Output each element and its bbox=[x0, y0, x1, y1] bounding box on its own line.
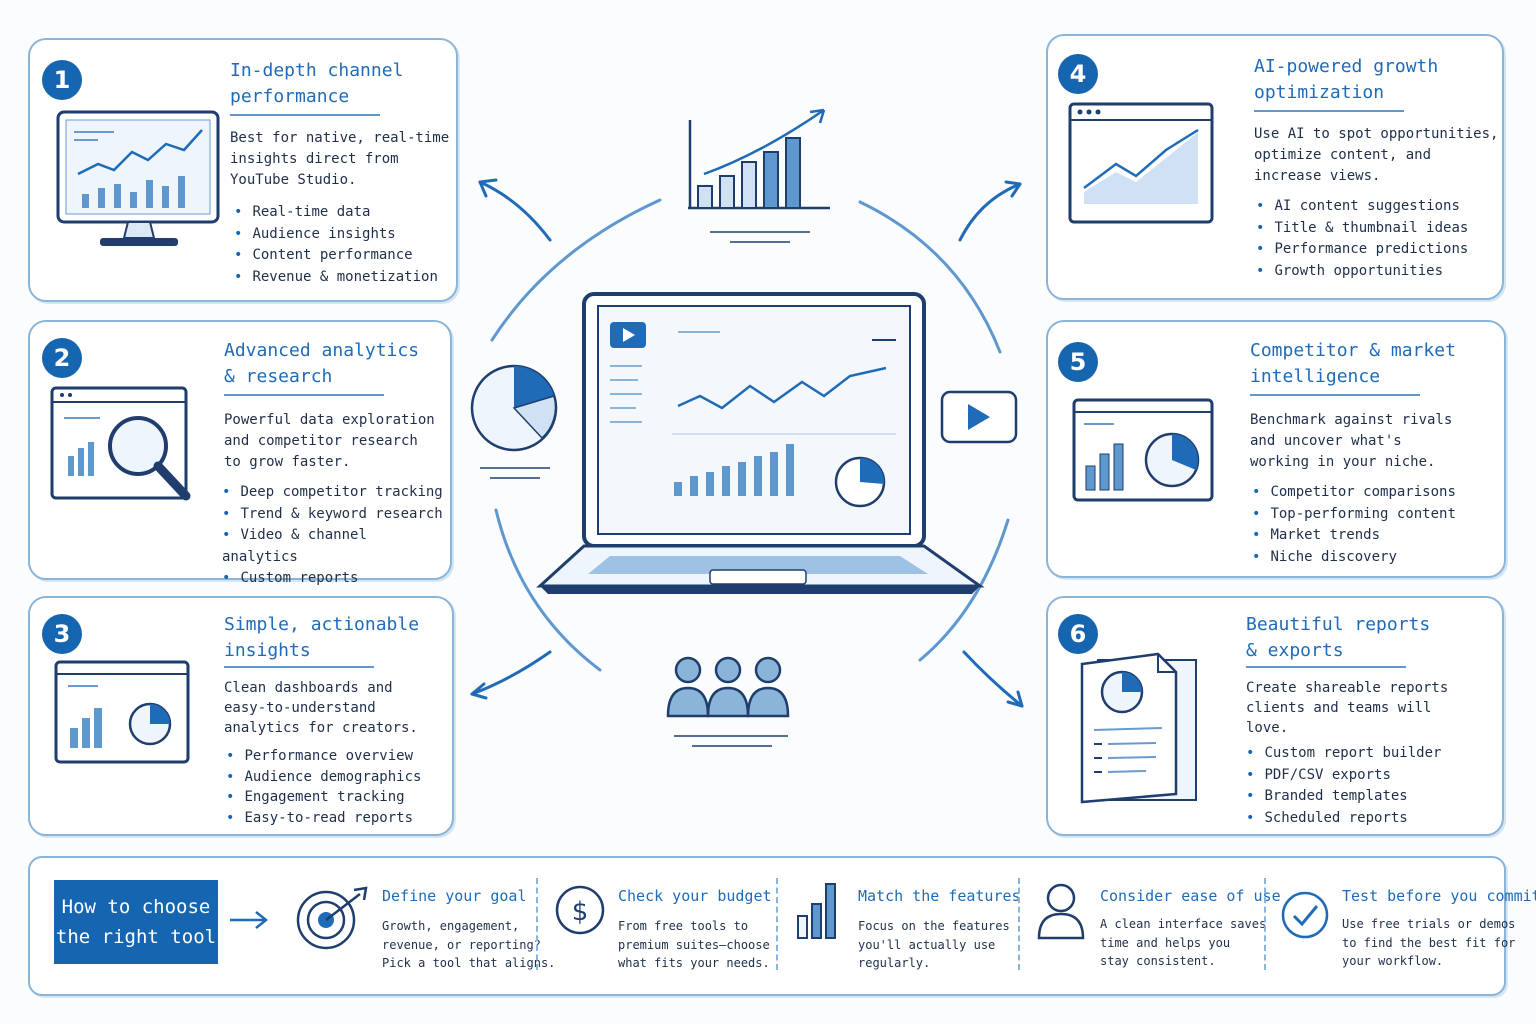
tip-title: Consider ease of use bbox=[1100, 887, 1281, 905]
tip-description: Use free trials or demos to find the bes… bbox=[1342, 917, 1516, 968]
card-description: Best for native, real-time insights dire… bbox=[230, 130, 450, 188]
tip-description: Growth, engagement, revenue, or reportin… bbox=[382, 919, 556, 970]
list-item: Growth opportunities bbox=[1256, 261, 1468, 283]
feature-list: Deep competitor tracking Trend & keyword… bbox=[222, 482, 450, 590]
card-description: Powerful data exploration and competitor… bbox=[224, 412, 435, 470]
list-item: Content performance bbox=[234, 245, 438, 267]
bar-pie-chart-icon bbox=[1070, 396, 1216, 512]
card-number-badge: 2 bbox=[42, 338, 82, 378]
divider bbox=[1018, 878, 1020, 970]
magnifier-chart-icon bbox=[48, 384, 198, 513]
list-item: Scheduled reports bbox=[1246, 808, 1441, 830]
central-illustration bbox=[470, 108, 1024, 747]
list-item: Custom reports bbox=[222, 568, 450, 590]
list-item: Real-time data bbox=[234, 202, 438, 224]
title-underline bbox=[224, 666, 374, 668]
list-item: Performance predictions bbox=[1256, 239, 1468, 261]
dollar-icon: $ bbox=[554, 884, 606, 940]
card-reports-exports: 6 Beautiful reports & exports Create sha… bbox=[1046, 596, 1504, 836]
list-item: Audience demographics bbox=[226, 767, 421, 788]
tip-description: A clean interface saves time and helps y… bbox=[1100, 917, 1267, 968]
card-actionable-insights: 3 Simple, actionable insights Clean dash… bbox=[28, 596, 454, 836]
card-title: In-depth channel performance bbox=[230, 60, 404, 107]
feature-list: Custom report builder PDF/CSV exports Br… bbox=[1246, 743, 1441, 829]
card-title: Competitor & market intelligence bbox=[1250, 340, 1456, 387]
user-icon bbox=[1036, 880, 1086, 946]
card-title: Advanced analytics & research bbox=[224, 340, 420, 387]
card-advanced-analytics: 2 Advanced analytics & research Powerful… bbox=[28, 320, 452, 586]
card-number-badge: 3 bbox=[42, 614, 82, 654]
card-number-badge: 6 bbox=[1058, 614, 1098, 654]
divider bbox=[1264, 878, 1266, 970]
list-item: Engagement tracking bbox=[226, 787, 421, 808]
list-item: Trend & keyword research bbox=[222, 504, 450, 526]
list-item: Audience insights bbox=[234, 224, 438, 246]
growth-chart-icon bbox=[688, 108, 830, 243]
card-number-badge: 4 bbox=[1058, 54, 1098, 94]
list-item: Competitor comparisons bbox=[1252, 482, 1455, 504]
list-item: Revenue & monetization bbox=[234, 267, 437, 289]
report-document-icon bbox=[1076, 650, 1204, 810]
title-underline bbox=[224, 394, 384, 396]
card-channel-performance: 1 In-depth channel performance Best for … bbox=[28, 38, 458, 302]
list-item: PDF/CSV exports bbox=[1246, 765, 1441, 787]
card-title: AI-powered growth optimization bbox=[1254, 56, 1439, 103]
list-item: Performance overview bbox=[226, 746, 421, 767]
how-to-choose-label: How to choose the right tool bbox=[54, 880, 218, 964]
card-ai-growth: 4 AI-powered growth optimization Use AI … bbox=[1046, 34, 1504, 300]
card-title: Simple, actionable insights bbox=[224, 614, 420, 661]
card-description: Benchmark against rivals and uncover wha… bbox=[1250, 412, 1453, 470]
card-title: Beautiful reports & exports bbox=[1246, 614, 1431, 661]
list-item: Branded templates bbox=[1246, 786, 1441, 808]
list-item: Easy-to-read reports bbox=[226, 808, 421, 829]
tip-title: Match the features bbox=[858, 887, 1021, 905]
title-underline bbox=[1246, 666, 1406, 668]
feature-list: Performance overview Audience demographi… bbox=[226, 746, 421, 828]
divider bbox=[776, 878, 778, 970]
feature-list: AI content suggestions Title & thumbnail… bbox=[1256, 196, 1468, 282]
tip-description: From free tools to premium suites—choose… bbox=[618, 919, 770, 970]
title-underline bbox=[1250, 394, 1420, 396]
card-number-badge: 5 bbox=[1058, 342, 1098, 382]
tip-title: Define your goal bbox=[382, 887, 527, 905]
team-icon bbox=[666, 656, 790, 718]
choose-tool-strip bbox=[28, 856, 1506, 996]
divider bbox=[536, 878, 538, 970]
list-item: AI content suggestions bbox=[1256, 196, 1468, 218]
list-item: Custom report builder bbox=[1246, 743, 1441, 765]
laptop-icon bbox=[536, 292, 985, 594]
monitor-chart-icon bbox=[54, 108, 224, 254]
card-number-badge: 1 bbox=[42, 60, 82, 100]
checkmark-icon bbox=[1280, 890, 1330, 944]
cycle-arcs bbox=[490, 198, 1010, 672]
svg-text:$: $ bbox=[572, 897, 589, 927]
tip-title: Check your budget bbox=[618, 887, 772, 905]
list-item: Niche discovery bbox=[1252, 547, 1456, 569]
play-icon bbox=[940, 390, 1018, 444]
list-item: Market trends bbox=[1252, 525, 1456, 547]
bar-chart-icon bbox=[794, 880, 846, 946]
feature-list: Real-time data Audience insights Content… bbox=[234, 202, 438, 289]
arrow-right-icon bbox=[228, 908, 270, 936]
target-icon bbox=[294, 886, 370, 956]
list-item: Top-performing content bbox=[1252, 504, 1455, 526]
card-competitor-intelligence: 5 Competitor & market intelligence Bench… bbox=[1046, 320, 1506, 578]
tip-title: Test before you commit bbox=[1342, 887, 1536, 905]
card-description: Use AI to spot opportunities, optimize c… bbox=[1254, 126, 1499, 184]
card-description: Create shareable reports clients and tea… bbox=[1246, 680, 1449, 736]
title-underline bbox=[1254, 110, 1404, 112]
title-underline bbox=[230, 114, 380, 116]
dashboard-chart-icon bbox=[52, 658, 194, 774]
tip-description: Focus on the features you'll actually us… bbox=[858, 919, 1010, 970]
arrow-icon bbox=[470, 178, 1024, 708]
feature-list: Competitor comparisons Top-performing co… bbox=[1252, 482, 1456, 569]
list-item: Title & thumbnail ideas bbox=[1256, 218, 1468, 240]
browser-chart-icon bbox=[1066, 100, 1218, 234]
list-item: Deep competitor tracking bbox=[222, 482, 450, 504]
list-item: Video & channel analytics bbox=[222, 525, 450, 568]
pie-chart-icon bbox=[470, 364, 558, 479]
card-description: Clean dashboards and easy-to-understand … bbox=[224, 680, 418, 736]
